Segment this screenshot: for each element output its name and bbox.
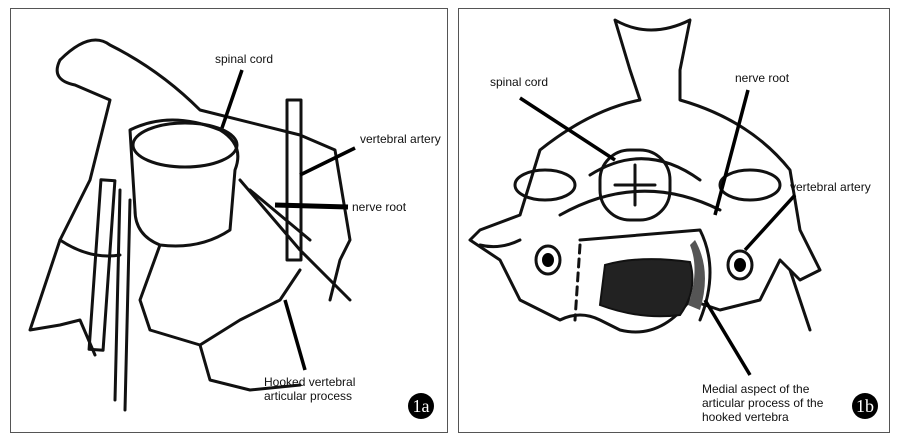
vertebra-axial-drawing xyxy=(468,18,822,334)
hooked-process-pointer xyxy=(283,299,307,371)
vertebral-artery-pointer-b xyxy=(743,193,797,252)
label-medial-aspect: Medial aspect of the articular process o… xyxy=(702,382,823,424)
label-vertebral-artery-a: vertebral artery xyxy=(360,132,441,146)
label-hooked-line1: Hooked vertebral xyxy=(264,375,356,389)
label-hooked-line2: articular process xyxy=(264,389,353,403)
label-nerve-root-a: nerve root xyxy=(352,200,407,214)
nerve-root-pointer-b xyxy=(713,89,750,216)
figure-badge-1a: 1a xyxy=(408,393,434,419)
label-medial-line3: hooked vertebra xyxy=(702,410,789,424)
spinal-cord-pointer-b xyxy=(519,96,616,162)
medial-aspect-pointer xyxy=(703,299,752,376)
label-medial-line1: Medial aspect of the xyxy=(702,382,810,396)
figure-badge-1b: 1b xyxy=(852,393,878,419)
label-medial-line2: articular process of the xyxy=(702,396,824,410)
label-nerve-root-b: nerve root xyxy=(735,71,790,85)
label-spinal-cord-b: spinal cord xyxy=(490,75,549,89)
label-spinal-cord-a: spinal cord xyxy=(215,52,274,66)
spinal-cord-pointer-a xyxy=(220,69,244,129)
figure-1a-pointers xyxy=(220,69,356,371)
hatched-medial-aspect xyxy=(688,240,705,310)
nerve-root-pointer-a xyxy=(274,202,349,210)
figure-1a-panel xyxy=(10,8,448,433)
label-vertebral-artery-b: vertebral artery xyxy=(790,180,871,194)
vertebral-artery-pointer-a xyxy=(299,146,356,177)
cancellous-bone-texture xyxy=(598,258,694,318)
vertebra-oblique-drawing xyxy=(28,38,352,412)
figure-1b-panel xyxy=(458,8,890,433)
label-hooked-process: Hooked vertebral articular process xyxy=(264,375,355,403)
figure-1b-pointers xyxy=(519,89,797,376)
